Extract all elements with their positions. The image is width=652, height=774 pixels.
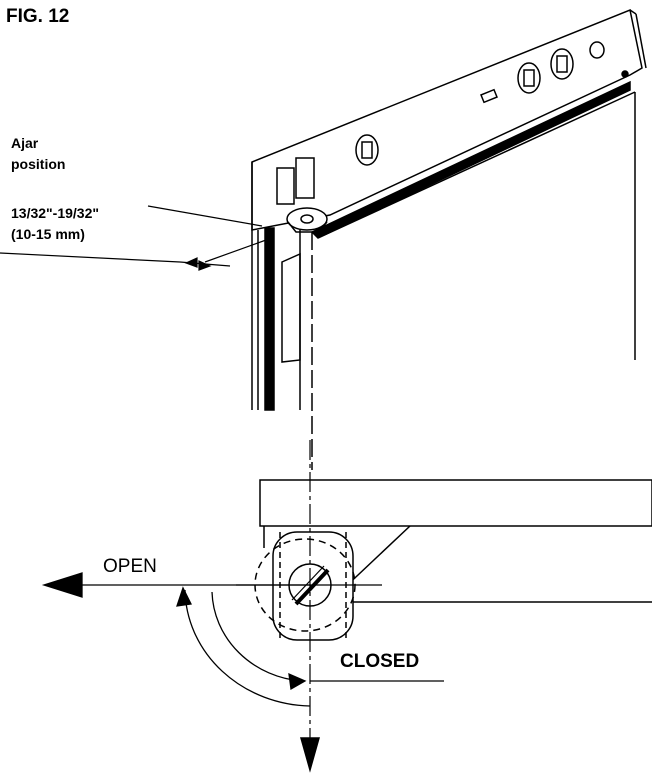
open-label: OPEN (103, 556, 157, 577)
rotation-arcs (176, 586, 444, 707)
rail-screw-holes (355, 41, 629, 166)
door-frame (251, 8, 647, 410)
door-panel (281, 80, 636, 470)
gap-dimension-mm: (10-15 mm) (11, 226, 85, 242)
figure-label: FIG. 12 (6, 6, 70, 27)
ajar-label-line1: Ajar (11, 135, 39, 151)
lower-hinge-plate (259, 479, 652, 603)
gap-bar (264, 227, 275, 411)
callout-leaders (0, 205, 267, 271)
closed-label: CLOSED (340, 651, 420, 672)
ajar-label-line2: position (11, 156, 66, 172)
hinge-bracket (254, 531, 356, 641)
gap-dimension-inches: 13/32"-19/32" (11, 205, 100, 221)
hinge-washer (286, 207, 328, 233)
open-arrow (41, 572, 310, 598)
rail-openings (276, 88, 498, 205)
down-arrow (300, 737, 320, 773)
